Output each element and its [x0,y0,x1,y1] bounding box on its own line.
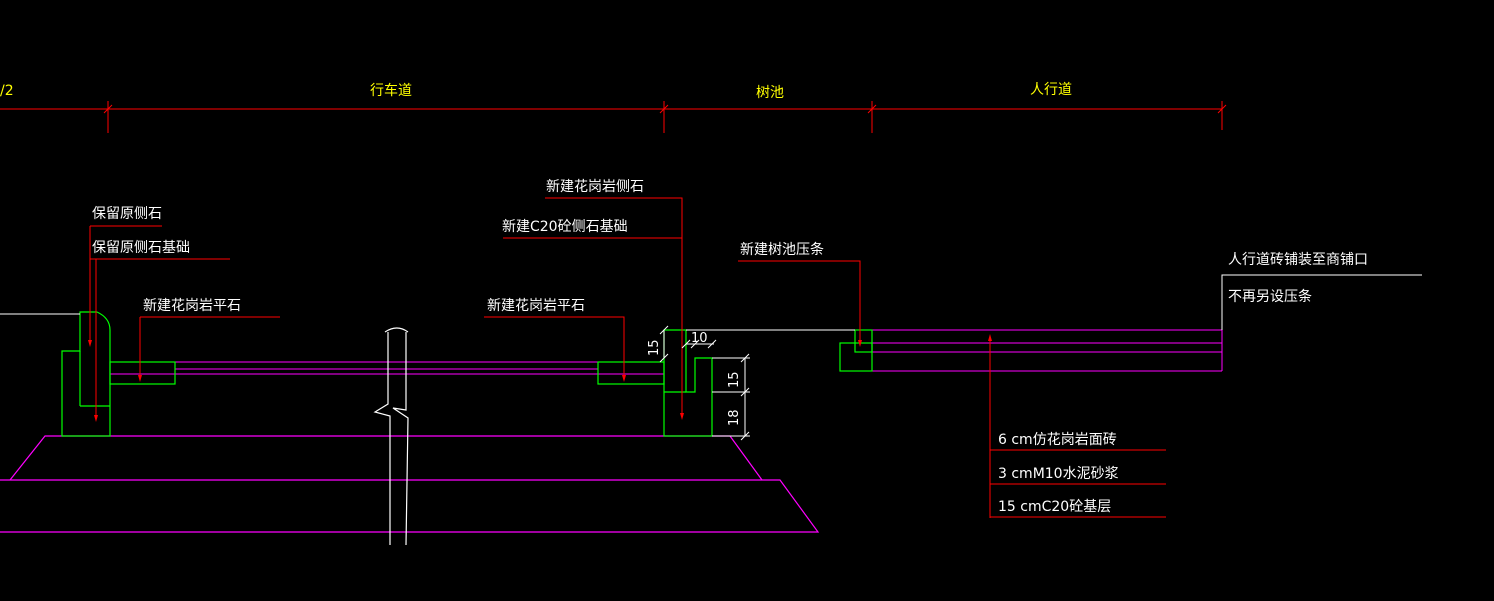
label-new-c20-curb-foundation: 新建C20砼侧石基础 [502,218,628,235]
carriageway-surface-layers [110,361,664,375]
subgrade-layer [0,435,820,533]
existing-curb-left [61,311,111,437]
section-dimension-line [0,101,1227,133]
label-new-tree-pit-edge: 新建树池压条 [740,241,824,258]
dim-curb-above: 15 [727,371,742,388]
dim-curb-exposed-height: 15 [647,339,662,356]
curb-dimension-lines [659,325,750,441]
label-new-flat-stone-right: 新建花岗岩平石 [487,298,585,314]
label-sidewalk-paving-note-2: 不再另设压条 [1228,288,1312,305]
label-new-flat-stone-left: 新建花岗岩平石 [143,298,241,314]
label-new-granite-curb: 新建花岗岩侧石 [546,179,644,195]
label-sidewalk-paving-note-1: 人行道砖铺装至商铺口 [1228,252,1368,268]
label-keep-original-curb: 保留原侧石 [92,206,162,222]
break-line [373,327,409,546]
tree-pit-edge-strip [839,329,873,372]
label-keep-original-curb-foundation: 保留原侧石基础 [92,239,190,256]
label-layer-1: 6 cm仿花岗岩面砖 [998,432,1117,448]
section-label-tree-pit: 树池 [756,85,784,101]
section-label-sidewalk: 人行道 [1030,82,1072,98]
flat-stone-left [109,361,176,385]
ground-lines [0,274,1422,331]
dim-curb-below: 18 [727,409,742,426]
label-layer-3: 15 cmC20砼基层 [998,498,1111,515]
flat-stone-right [597,361,665,385]
section-label-carriageway: 行车道 [370,82,412,99]
label-layer-2: 3 cmM10水泥砂浆 [998,466,1119,482]
leader-lines [89,197,1166,518]
section-label-left-partial: /2 [0,83,14,99]
sidewalk-surface-layers [872,329,1223,372]
dim-curb-width: 10 [691,331,708,346]
leader-arrowheads [88,334,992,422]
